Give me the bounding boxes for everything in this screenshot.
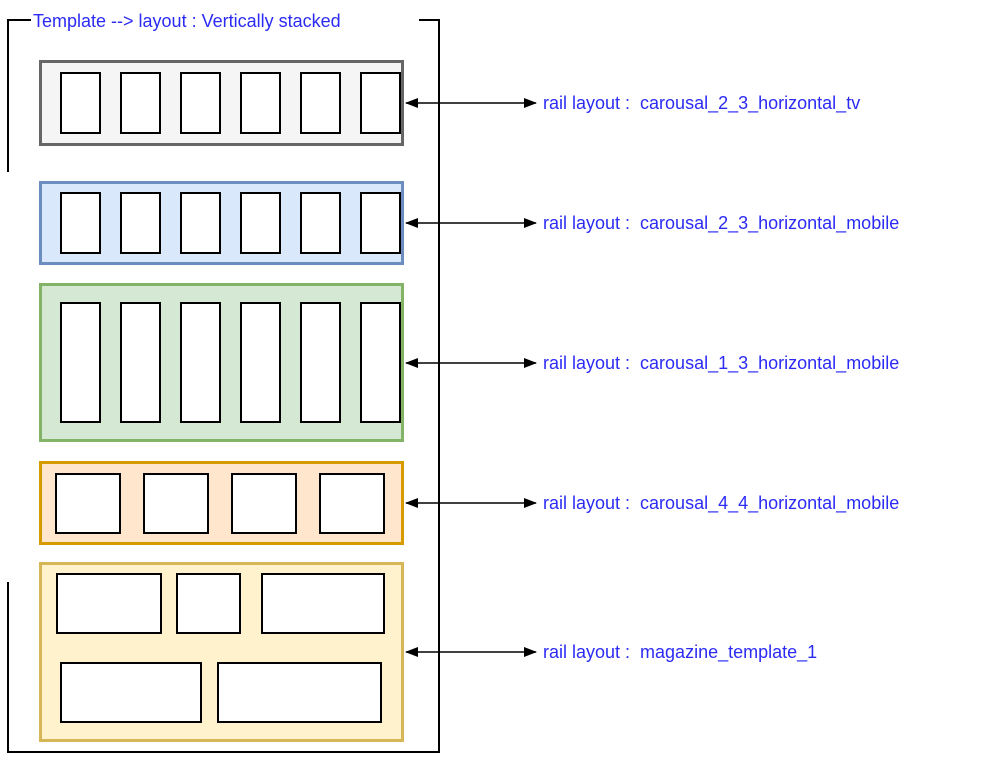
rail-tile	[60, 662, 202, 723]
rail-carousal-1-3-horizontal-mobile	[39, 283, 404, 442]
rail-tile	[319, 472, 385, 534]
rail-tile	[300, 192, 341, 254]
frame-left-upper	[7, 19, 9, 172]
rail-tile	[60, 72, 101, 134]
rail-label-carousal-2-3-horizontal-mobile: rail layout : carousal_2_3_horizontal_mo…	[543, 213, 900, 233]
rail-tile	[360, 72, 401, 134]
frame-bottom	[7, 751, 440, 753]
rail-tile	[120, 72, 161, 134]
rail-tile	[143, 472, 209, 534]
rail-tile	[180, 72, 221, 134]
rail-label-magazine-template-1: rail layout : magazine_template_1	[543, 642, 818, 662]
rail-label-carousal-4-4-horizontal-mobile: rail layout : carousal_4_4_horizontal_mo…	[543, 493, 900, 513]
rail-carousal-4-4-horizontal-mobile	[39, 461, 404, 545]
rail-carousal-2-3-horizontal-mobile	[39, 181, 404, 265]
rail-magazine-template-1	[39, 562, 404, 742]
diagram-title: Template --> layout : Vertically stacked	[33, 10, 341, 32]
rail-tile	[60, 302, 101, 423]
rail-label-carousal-2-3-horizontal-tv: rail layout : carousal_2_3_horizontal_tv	[543, 93, 861, 113]
frame-top-left-stub	[7, 19, 31, 21]
frame-left-lower	[7, 582, 9, 753]
rail-tile	[56, 573, 162, 634]
rail-tile	[261, 573, 385, 634]
rail-tile	[240, 72, 281, 134]
rail-tile	[217, 662, 382, 723]
rail-tile	[180, 192, 221, 254]
rail-tile	[176, 573, 241, 634]
rail-tile	[240, 192, 281, 254]
frame-top-right-stub	[419, 19, 440, 21]
rail-tile	[300, 302, 341, 423]
rail-tile	[231, 472, 297, 534]
rail-tile	[240, 302, 281, 423]
rail-carousal-2-3-horizontal-tv	[39, 60, 404, 146]
frame-right	[438, 19, 440, 753]
rail-tile	[300, 72, 341, 134]
rail-tile	[60, 192, 101, 254]
rail-tile	[55, 472, 121, 534]
rail-tile	[360, 192, 401, 254]
rail-tile	[120, 192, 161, 254]
rail-label-carousal-1-3-horizontal-mobile: rail layout : carousal_1_3_horizontal_mo…	[543, 353, 900, 373]
rail-tile	[180, 302, 221, 423]
rail-tile	[120, 302, 161, 423]
rail-tile	[360, 302, 401, 423]
